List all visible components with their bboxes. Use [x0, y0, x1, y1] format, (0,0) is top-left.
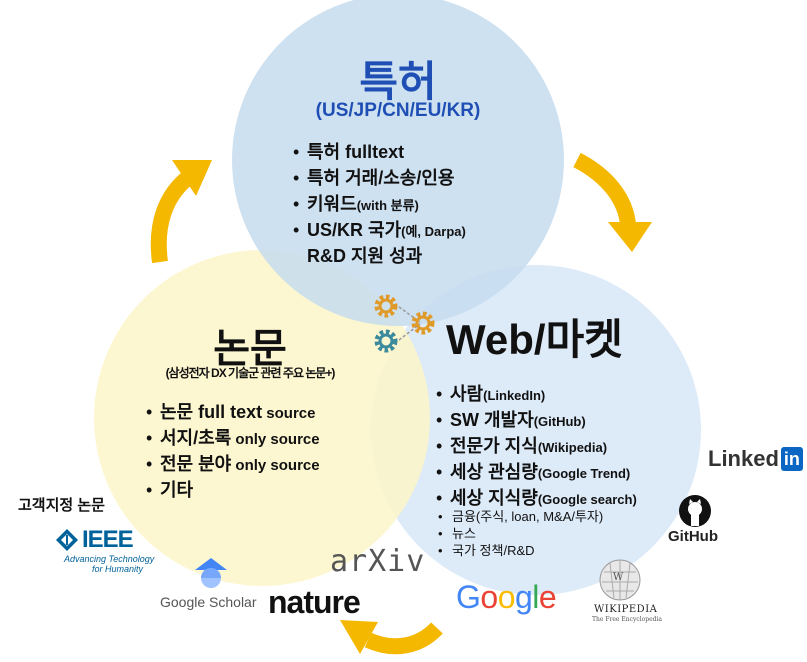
- web-small-item: 국가 정책/R&D: [438, 542, 603, 559]
- google-letter: G: [456, 579, 481, 615]
- web-item: SW 개발자(GitHub): [436, 408, 637, 434]
- arxiv-logo: arXiv: [330, 544, 426, 579]
- google-letter: e: [538, 579, 557, 615]
- web-title: Web/마켓: [446, 316, 623, 363]
- wikipedia-tagline: The Free Encyclopedia: [592, 616, 662, 623]
- google-letter: g: [514, 579, 533, 615]
- arrow-top-left: [150, 160, 212, 264]
- ieee-diamond-icon: [56, 529, 78, 551]
- web-small-item: 뉴스: [438, 525, 603, 542]
- arrow-bottom: [340, 620, 443, 655]
- google-letter: l: [532, 579, 539, 615]
- linkedin-logo: Linked in: [708, 446, 803, 472]
- paper-item: 논문 full text source: [146, 400, 320, 426]
- wikipedia-logo: WIKIPEDIA: [594, 604, 658, 615]
- arrow-top-right: [573, 152, 652, 252]
- nature-logo: nature: [268, 584, 361, 620]
- patent-continuation: R&D 지원 성과: [307, 246, 423, 266]
- patent-title: 특허: [359, 58, 437, 105]
- paper-list: 논문 full text source 서지/초록 only source 전문…: [146, 400, 320, 504]
- web-small-list: 금융(주식, loan, M&A/투자) 뉴스 국가 정책/R&D: [438, 508, 603, 559]
- paper-subtitle: (삼성전자 DX 기술군 관련 주요 논문+): [165, 366, 336, 380]
- svg-text:W: W: [613, 572, 624, 583]
- web-list: 사람(LinkedIn) SW 개발자(GitHub) 전문가 지식(Wikip…: [436, 382, 637, 512]
- google-scholar-logo: Google Scholar: [160, 594, 257, 610]
- google-logo: Google: [456, 579, 557, 616]
- google-wordmark: Google: [456, 579, 557, 615]
- paper-item: 전문 분야 only source: [146, 452, 320, 478]
- patent-item: US/KR 국가(예, Darpa): [293, 218, 466, 244]
- google-letter: o: [480, 579, 498, 615]
- paper-item: 서지/초록 only source: [146, 426, 320, 452]
- web-item: 세상 관심량(Google Trend): [436, 460, 637, 486]
- web-small-item: 금융(주식, loan, M&A/투자): [438, 508, 603, 525]
- web-item: 전문가 지식(Wikipedia): [436, 434, 637, 460]
- patent-item: 특허 fulltext: [293, 140, 466, 166]
- github-logo: GitHub: [668, 528, 718, 545]
- patent-list: 특허 fulltext 특허 거래/소송/인용 키워드(with 분류) US/…: [293, 140, 466, 244]
- patent-item: 키워드(with 분류): [293, 192, 466, 218]
- ieee-logo: IEEE Advancing Technology for Humanity: [56, 526, 156, 574]
- paper-item: 기타: [146, 478, 320, 504]
- wikipedia-globe-icon: W: [598, 558, 642, 607]
- gears-icon: [374, 294, 435, 353]
- paper-title: 논문: [213, 327, 287, 371]
- google-scholar-icon: [194, 556, 228, 595]
- web-item: 사람(LinkedIn): [436, 382, 637, 408]
- patent-subtitle: (US/JP/CN/EU/KR): [315, 100, 481, 121]
- patent-item: 특허 거래/소송/인용: [293, 166, 466, 192]
- web-item: 세상 지식량(Google search): [436, 486, 637, 512]
- customer-papers-label: 고객지정 논문: [18, 497, 105, 514]
- github-octocat-icon: [678, 494, 712, 533]
- google-letter: o: [497, 579, 516, 615]
